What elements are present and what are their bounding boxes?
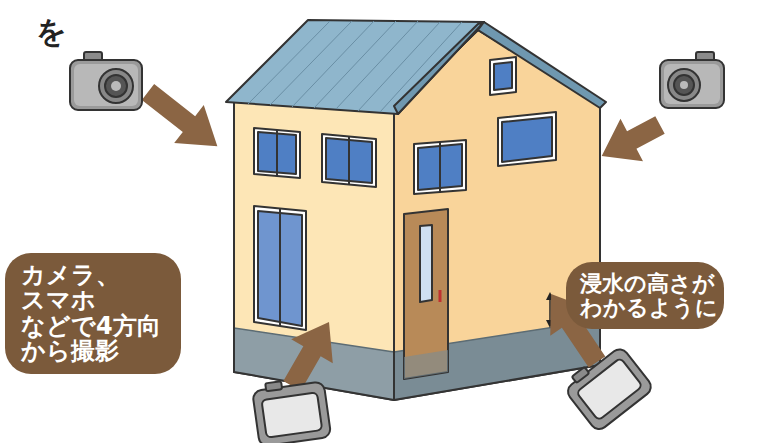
camera-icon xyxy=(251,375,331,443)
fragment-text: を xyxy=(36,12,67,53)
camera-icon xyxy=(660,52,724,108)
callout-box: 浸水の高さが わかるように xyxy=(566,262,724,329)
callout-text: 浸水の高さが わかるように xyxy=(580,272,710,318)
camera-icon xyxy=(561,341,655,433)
callout-text: カメラ、スマホ などで4方向 から撮影 xyxy=(21,263,165,364)
camera-icon xyxy=(70,52,142,110)
callout-box: カメラ、スマホ などで4方向 から撮影 xyxy=(5,253,181,374)
